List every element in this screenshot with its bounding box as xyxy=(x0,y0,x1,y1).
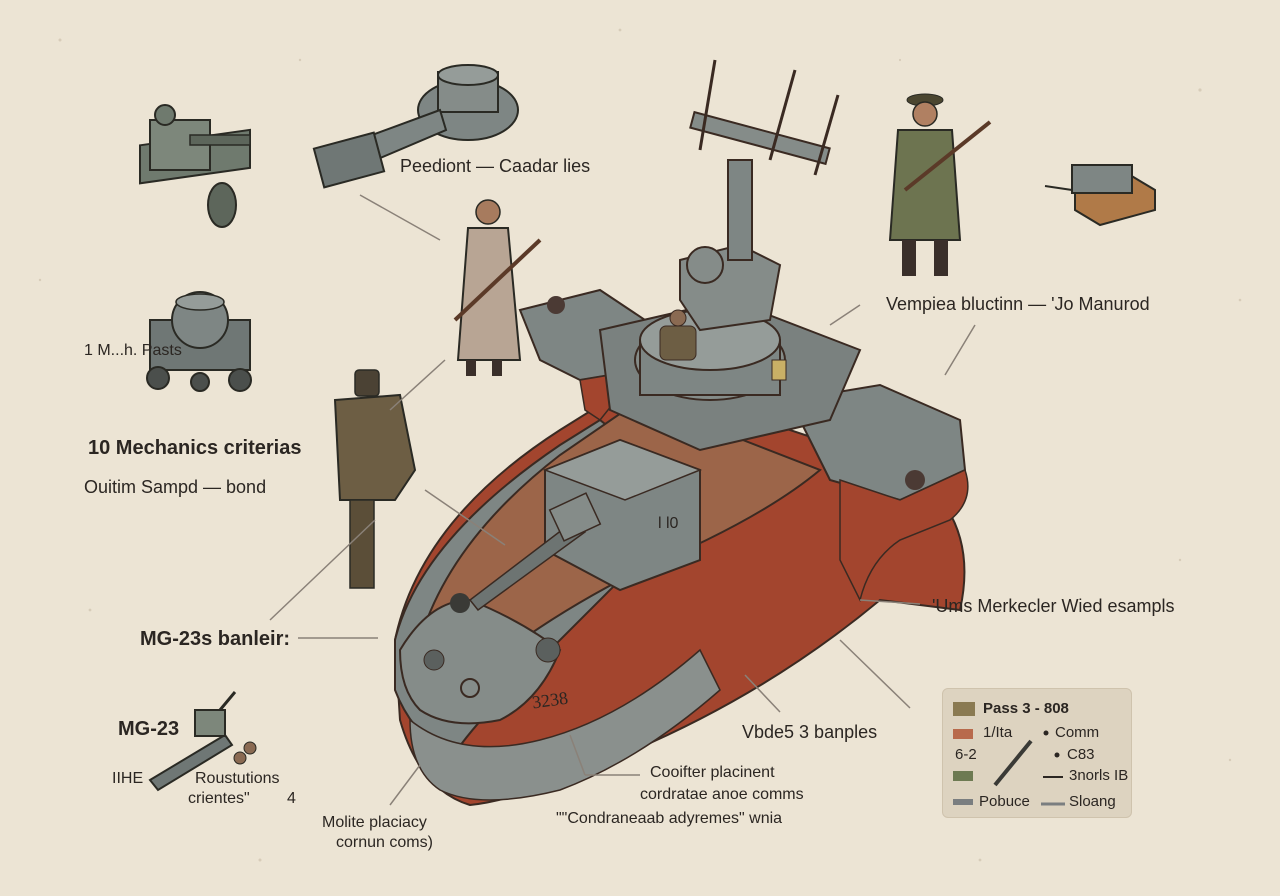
legend-item-1: 1/Ita xyxy=(983,724,1013,741)
hull-lower-band xyxy=(409,648,721,801)
bollard-right xyxy=(905,470,925,490)
soldier-kneeling xyxy=(333,369,417,589)
legend-swatch-3 xyxy=(953,771,973,781)
mast-yard xyxy=(689,110,831,166)
ship xyxy=(393,59,969,807)
bow-ring xyxy=(460,678,480,698)
label-center-c: ""Condraneaab adyremes" wnia xyxy=(556,810,783,827)
deck-hatch-2 xyxy=(535,637,561,663)
label-bottom-left-a: Molite placiacy xyxy=(322,814,427,831)
searchlight xyxy=(686,246,724,284)
label-mg23-note-b: Roustutions xyxy=(195,770,280,787)
label-mg23: MG-23 xyxy=(118,718,180,740)
gun-cradle-icon xyxy=(139,104,251,228)
legend-item-6: 3norls IB xyxy=(1069,767,1129,784)
label-bottom-mid: Vbde5 3 banples xyxy=(742,722,878,742)
label-left-mount: 1 M...h. Pasts xyxy=(84,342,182,359)
robed-figure xyxy=(453,199,542,376)
bollard-left xyxy=(547,296,565,314)
hull-number: 3238 xyxy=(531,688,569,713)
legend-item-7: Pobuce xyxy=(979,793,1030,810)
radio-box-icon xyxy=(1044,164,1156,227)
deck-plaque xyxy=(771,359,787,381)
label-bottom-left-b: cornun coms) xyxy=(336,834,433,851)
label-mg23s: MG-23s banleir: xyxy=(140,628,291,650)
antenna-1 xyxy=(698,59,717,151)
legend-title: Pass 3 - 808 xyxy=(983,700,1069,717)
label-mechanics-sub: Ouitim Sampd — bond xyxy=(84,477,267,497)
legend-item-4: C83 xyxy=(1067,746,1095,763)
turret-icon xyxy=(312,64,519,189)
forward-turret-top xyxy=(542,439,703,501)
legend-swatch-4 xyxy=(953,799,973,805)
crew-head xyxy=(669,309,687,327)
label-center-a: Cooifter placinent xyxy=(650,764,775,781)
deck-hatch-1 xyxy=(450,593,470,613)
legend-item-8: Sloang xyxy=(1069,793,1116,810)
right-sponson-red xyxy=(839,468,969,603)
legend-box: Pass 3 - 808 1/Ita Comm 6-2 C83 3norls I… xyxy=(942,688,1132,818)
label-mechanics-title: 10 Mechanics criterias xyxy=(88,437,302,459)
label-top-gun: Peediont — Caadar lies xyxy=(400,156,591,176)
label-right-hull: 'Ums Merkecler Wied esampls xyxy=(932,596,1175,616)
antenna-3 xyxy=(813,94,840,176)
legend-item-3: 6-2 xyxy=(955,746,977,763)
crew-body xyxy=(659,325,697,361)
label-mg23-note-d: 4 xyxy=(287,790,296,807)
legend-swatch-1 xyxy=(953,729,973,739)
wheeled-mount-icon xyxy=(146,291,252,392)
legend-glyphs xyxy=(993,730,1065,806)
paper-texture xyxy=(38,28,1242,862)
deck-mark: l l0 xyxy=(658,515,679,532)
legend-swatch-title xyxy=(953,702,975,716)
antenna-2 xyxy=(768,69,797,161)
machine-gun-icon xyxy=(148,691,257,792)
soldier-standing xyxy=(888,93,992,276)
label-mg23-note-a: IIHE xyxy=(112,770,144,787)
label-center-b: cordratae anoe comms xyxy=(640,786,804,803)
leader-lines xyxy=(269,194,976,806)
deck-hatch-3 xyxy=(423,649,445,671)
gun-mantlet xyxy=(548,492,602,542)
label-right-soldier: Vempiea bluctinn — 'Jo Manurod xyxy=(886,294,1150,314)
legend-item-2: Comm xyxy=(1055,724,1100,741)
mast-column xyxy=(727,159,753,261)
label-mg23-note-c: crientes" xyxy=(188,790,250,807)
